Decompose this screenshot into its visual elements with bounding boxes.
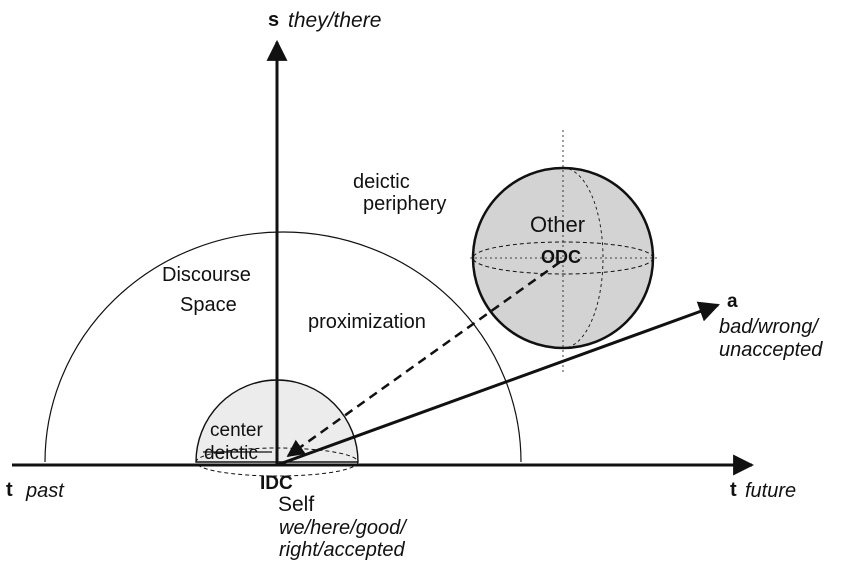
discourse-space-arc	[44, 231, 522, 463]
other-sphere	[470, 130, 660, 375]
self-label: Self	[278, 493, 314, 516]
t-axis-left-caption: past	[25, 480, 65, 502]
s-axis-caption: they/there	[288, 9, 381, 32]
a-axis	[276, 301, 720, 467]
self-caption-1: we/here/good/	[279, 517, 408, 539]
idc-label: IDC	[260, 473, 293, 494]
proximization-label: proximization	[308, 311, 426, 333]
t-axis-right-caption: future	[745, 480, 796, 502]
proximization-arrow	[286, 260, 561, 458]
deictic-periphery-label-1: deictic	[353, 171, 410, 193]
other-label: Other	[530, 212, 585, 237]
self-caption-2: right/accepted	[279, 539, 406, 561]
deictic-center-label-2: deictic	[204, 443, 258, 464]
t-axis-right-letter: t	[730, 479, 737, 501]
t-axis-left-letter: t	[6, 479, 13, 501]
a-axis-letter: a	[727, 291, 738, 312]
deictic-center-label-1: center	[210, 420, 263, 441]
discourse-space-label-1: Discourse	[162, 264, 251, 286]
a-axis-caption-1: bad/wrong/	[719, 316, 820, 338]
odc-label: ODC	[541, 247, 581, 267]
a-axis-caption-2: unaccepted	[719, 339, 823, 361]
discourse-space-label-2: Space	[180, 294, 237, 316]
deictic-periphery-label-2: periphery	[363, 193, 446, 215]
s-axis-letter: s	[268, 9, 279, 31]
